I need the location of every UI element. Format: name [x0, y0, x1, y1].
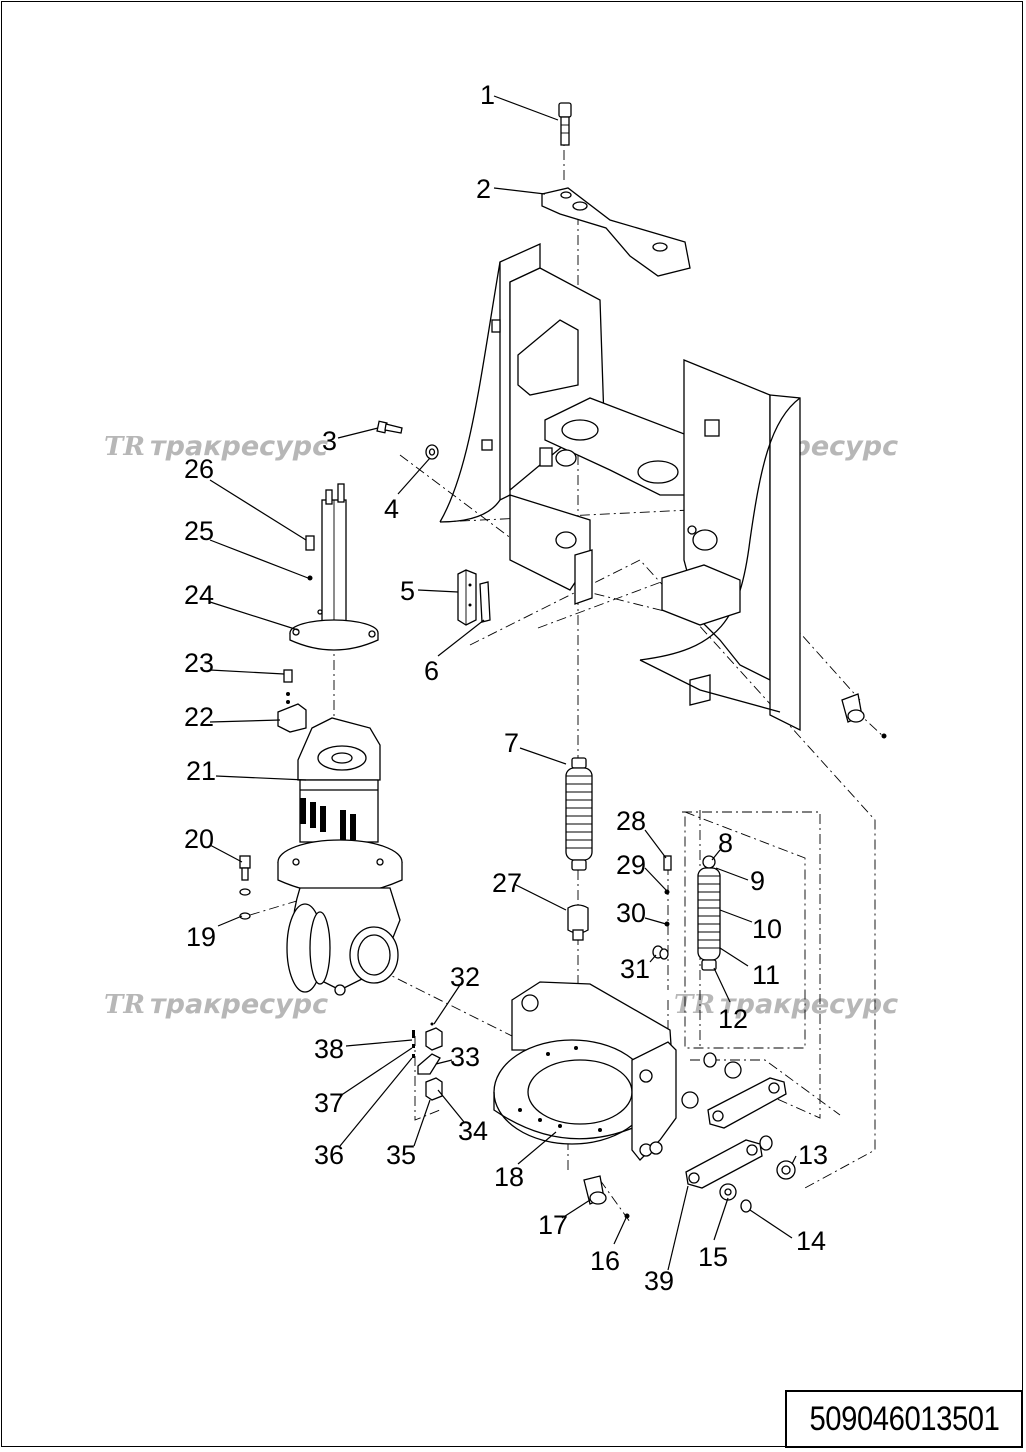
label-34: 34: [458, 1116, 488, 1146]
document-number-box: 509046013501: [785, 1390, 1023, 1448]
label-29: 29: [616, 850, 646, 880]
bushings-upper: [681, 1052, 773, 1151]
part-21-drive-unit: [277, 717, 403, 996]
label-21: 21: [186, 756, 216, 786]
label-22: 22: [184, 702, 214, 732]
part-5-block: [457, 569, 477, 626]
label-30: 30: [616, 898, 646, 928]
part-2-top-plate: [541, 187, 691, 277]
part-28-screw: [663, 855, 672, 871]
label-16: 16: [590, 1246, 620, 1276]
label-28: 28: [616, 806, 646, 836]
axis-bolt-20: [249, 899, 301, 916]
label-38: 38: [314, 1034, 344, 1064]
part-18-base: [493, 981, 677, 1161]
label-11: 11: [752, 960, 780, 990]
label-39: 39: [644, 1266, 674, 1296]
link-upper: [707, 1077, 787, 1129]
watermark-logo: TR: [104, 432, 145, 462]
label-31: 31: [620, 954, 650, 984]
part-30-washer: [664, 921, 670, 927]
part-22-cover: [277, 703, 307, 733]
watermark-text: трак​ресурс: [150, 989, 328, 1020]
label-37: 37: [314, 1088, 344, 1118]
label-32: 32: [450, 962, 480, 992]
label-10: 10: [752, 914, 782, 944]
label-15: 15: [698, 1242, 728, 1272]
label-25: 25: [184, 516, 214, 546]
part-20-bolt: [239, 855, 251, 881]
part-1-bolt: [558, 102, 572, 146]
main-mast-frame: [439, 242, 801, 732]
part-14-ring: [740, 1199, 752, 1213]
watermark-bottom-left: TR трак​ресурс: [104, 989, 328, 1020]
label-7: 7: [504, 728, 519, 758]
label-9: 9: [750, 866, 765, 896]
label-35: 35: [386, 1140, 416, 1170]
label-18: 18: [494, 1162, 524, 1192]
outline-bracket-pack: [414, 1036, 441, 1121]
part-4-nut: [425, 444, 439, 460]
part-16-screw: [624, 1213, 630, 1219]
label-36: 36: [314, 1140, 344, 1170]
label-19: 19: [186, 922, 216, 952]
part-32-38-bracket-pack: [412, 1022, 443, 1101]
part-29-washer: [664, 889, 670, 895]
watermark-text: трак​ресурс: [150, 431, 328, 462]
label-5: 5: [400, 576, 415, 606]
part-27-bushing: [567, 904, 589, 941]
part-31-fitting: [652, 945, 669, 960]
connector-bundle: [300, 798, 356, 840]
document-number: 509046013501: [808, 1399, 999, 1438]
label-12: 12: [718, 1004, 748, 1034]
label-4: 4: [384, 494, 399, 524]
watermark-logo: TR: [104, 990, 145, 1020]
screw-right: [881, 733, 887, 739]
part-23-screw: [283, 669, 293, 704]
label-17: 17: [538, 1210, 568, 1240]
part-39-link-lower: [685, 1139, 763, 1189]
label-24: 24: [184, 580, 214, 610]
watermark-bottom-right: TR трак​ресурс: [674, 989, 898, 1020]
label-8: 8: [718, 828, 733, 858]
outline-base-link: [379, 969, 521, 1041]
watermark-top-left: TR трак​ресурс: [104, 431, 328, 462]
pin-right: [841, 693, 865, 723]
label-3: 3: [322, 426, 337, 456]
watermark-text: трак​ресурс: [720, 989, 898, 1020]
part-6-plate: [479, 581, 491, 623]
leader-lines: [209, 95, 797, 1271]
part-labels: 1 2 3 4 5 6 7 8 9 10 11 12 13 14 15 16 1…: [184, 80, 828, 1296]
label-20: 20: [184, 824, 214, 854]
part-17-pin: [583, 1175, 607, 1205]
part-19-washers: [239, 888, 251, 920]
label-2: 2: [476, 174, 491, 204]
watermark-logo: TR: [674, 990, 715, 1020]
label-27: 27: [492, 868, 522, 898]
label-33: 33: [450, 1042, 480, 1072]
part-25-washer: [307, 575, 313, 581]
label-1: 1: [480, 80, 495, 110]
spring-group-8-12: [684, 811, 806, 1049]
part-24-column-plate: [289, 483, 379, 651]
label-6: 6: [424, 656, 439, 686]
part-7-spring: [565, 757, 593, 871]
label-26: 26: [184, 454, 214, 484]
part-13-nut: [776, 1160, 796, 1180]
label-23: 23: [184, 648, 214, 678]
part-26-screw: [305, 535, 315, 551]
label-13: 13: [798, 1140, 828, 1170]
outline-right-inner: [682, 811, 821, 1119]
label-14: 14: [796, 1226, 826, 1256]
part-3-bolt: [376, 420, 403, 434]
part-15-bushing: [719, 1183, 737, 1201]
